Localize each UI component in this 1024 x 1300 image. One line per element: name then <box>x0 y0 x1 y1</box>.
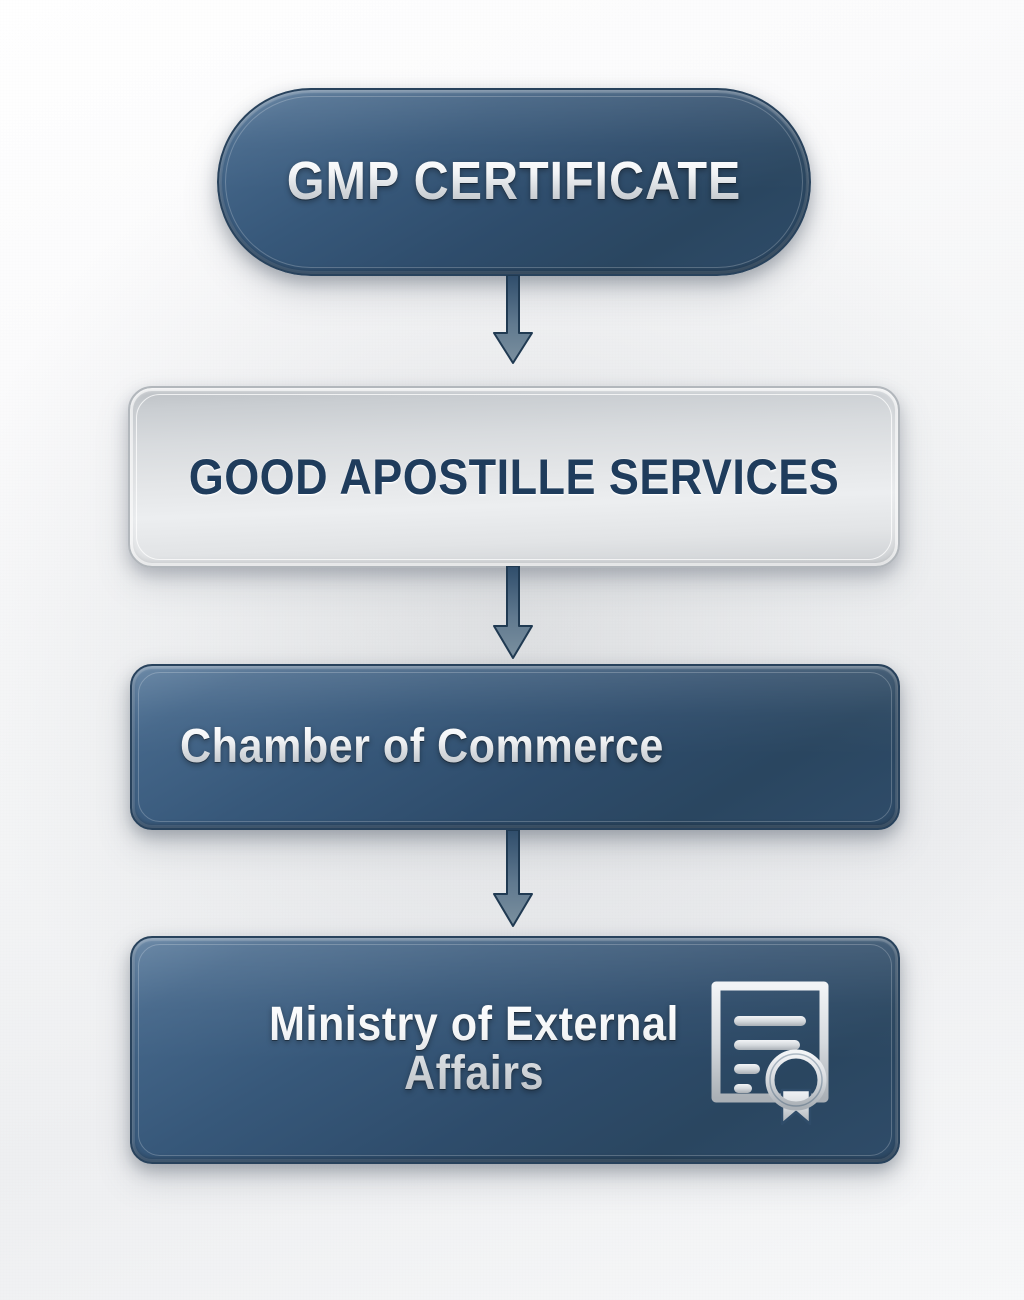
node-gmp-certificate[interactable]: GMP CERTIFICATE <box>217 88 811 276</box>
node-good-apostille-services-label: GOOD APOSTILLE SERVICES <box>188 448 840 505</box>
node-ministry-of-external-affairs-label: Ministry of External Affairs <box>213 1000 735 1099</box>
node-gmp-certificate-label: GMP CERTIFICATE <box>249 154 780 209</box>
connector-arrow-apostille-to-chamber <box>493 566 533 659</box>
connector-arrow-gmp-to-apostille <box>493 275 533 364</box>
certificate-seal-icon <box>711 981 829 1126</box>
node-chamber-of-commerce[interactable]: Chamber of Commerce <box>130 664 900 830</box>
node-ministry-of-external-affairs[interactable]: Ministry of External Affairs <box>130 936 900 1164</box>
arrow-shape <box>493 275 533 364</box>
connector-arrow-chamber-to-ministry <box>493 830 533 927</box>
arrow-shape <box>493 566 533 659</box>
arrow-shape <box>493 830 533 927</box>
node-chamber-of-commerce-label: Chamber of Commerce <box>180 722 826 772</box>
node-good-apostille-services[interactable]: GOOD APOSTILLE SERVICES <box>128 386 900 568</box>
